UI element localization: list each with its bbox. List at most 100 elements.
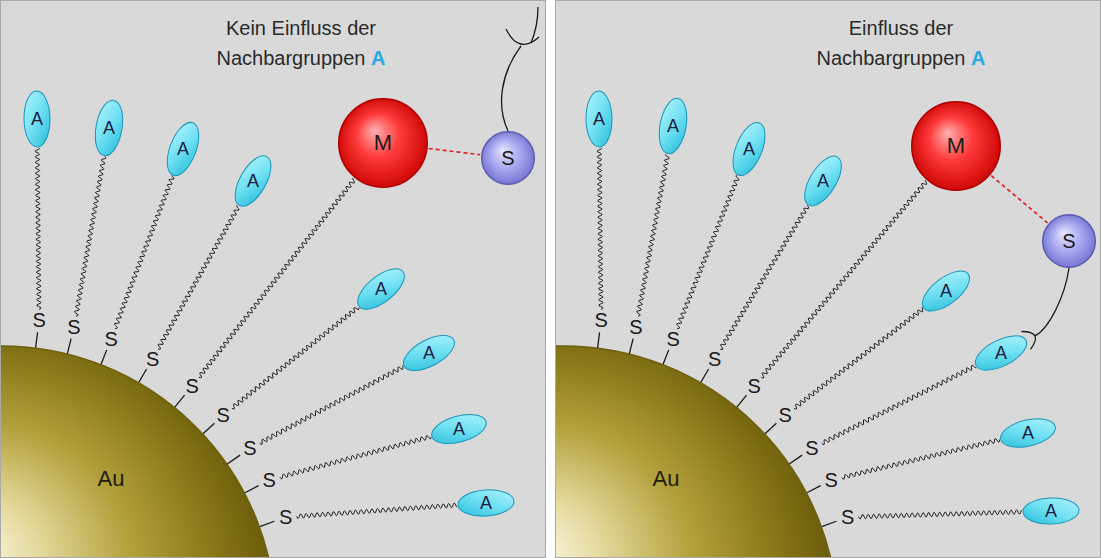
substrate-sphere: S bbox=[1042, 214, 1096, 268]
bond-line bbox=[820, 521, 836, 527]
panel-heading: Einfluss der Nachbargruppen A bbox=[791, 13, 1011, 73]
atom-label: S bbox=[217, 404, 230, 427]
bond-line bbox=[258, 521, 274, 527]
bond-line bbox=[764, 423, 776, 435]
atom-label: S bbox=[805, 437, 818, 460]
node-label: S bbox=[501, 147, 514, 170]
tether-line bbox=[1035, 268, 1069, 336]
interaction-line bbox=[991, 176, 1047, 223]
alkyl-chain bbox=[822, 365, 976, 444]
node-label: A bbox=[103, 118, 115, 139]
bond-line bbox=[202, 423, 214, 435]
node-label: Au bbox=[98, 466, 125, 492]
receptor-cup bbox=[506, 29, 539, 44]
node-label: Au bbox=[653, 466, 680, 492]
bond-line bbox=[35, 332, 37, 349]
bond-line bbox=[597, 332, 599, 349]
atom-label: S bbox=[104, 327, 117, 350]
gold-particle: Au bbox=[555, 346, 838, 558]
atom-label: S bbox=[825, 469, 838, 492]
alkyl-chain bbox=[158, 205, 239, 349]
node-label: A bbox=[423, 343, 435, 364]
bond-line bbox=[67, 339, 71, 355]
bond-line bbox=[736, 395, 747, 408]
node-label: M bbox=[374, 130, 392, 156]
bond-line bbox=[700, 369, 709, 384]
atom-label: S bbox=[841, 506, 854, 529]
node-label: A bbox=[480, 493, 492, 514]
alkyl-chain bbox=[794, 307, 923, 409]
tether-line bbox=[531, 7, 538, 43]
substrate-sphere: S bbox=[481, 131, 535, 185]
alkyl-chain bbox=[232, 308, 359, 409]
ligand-group: A bbox=[429, 399, 489, 459]
ligand-group: A bbox=[153, 119, 213, 179]
alkyl-chain bbox=[859, 510, 1022, 519]
node-label: A bbox=[1022, 423, 1034, 444]
gold-sphere bbox=[555, 346, 838, 558]
ligand-group: A bbox=[223, 151, 283, 211]
node-label: M bbox=[947, 133, 965, 159]
ligand-group: A bbox=[916, 261, 976, 321]
heading-symbol: A bbox=[971, 47, 985, 69]
heading-text: Kein Einfluss der Nachbargruppen bbox=[216, 17, 376, 69]
alkyl-chain bbox=[260, 365, 403, 444]
node-label: A bbox=[995, 343, 1007, 364]
atom-label: S bbox=[779, 404, 792, 427]
panel: AuAAAAMSAAAAKein Einfluss der Nachbargru… bbox=[0, 0, 546, 558]
ligand-group: A bbox=[569, 89, 629, 149]
ligand-group: A bbox=[7, 89, 67, 149]
ligand-group: A bbox=[399, 323, 459, 383]
bond-line bbox=[806, 486, 821, 494]
atom-label: S bbox=[67, 315, 80, 338]
node-label: A bbox=[743, 139, 755, 160]
alkyl-chain bbox=[637, 154, 669, 316]
alkyl-chain bbox=[597, 148, 603, 309]
node-label: A bbox=[593, 109, 605, 130]
bond-line bbox=[788, 455, 802, 465]
node-label: A bbox=[940, 281, 952, 302]
bond-line bbox=[138, 369, 147, 384]
heading-text: Einfluss der Nachbargruppen bbox=[816, 17, 965, 69]
ligand-group: A bbox=[351, 259, 411, 319]
node-label: S bbox=[1062, 230, 1075, 253]
atom-label: S bbox=[146, 347, 159, 370]
ligand-group: A bbox=[456, 473, 516, 533]
bond-line bbox=[663, 350, 669, 366]
atom-label: S bbox=[629, 315, 642, 338]
alkyl-chain bbox=[720, 205, 809, 349]
atom-label: S bbox=[263, 469, 276, 492]
alkyl-chain bbox=[761, 180, 926, 378]
node-label: A bbox=[247, 171, 259, 192]
atom-label: S bbox=[708, 347, 721, 370]
ligand-group: A bbox=[1021, 481, 1081, 541]
alkyl-chain bbox=[114, 176, 174, 329]
alkyl-chain bbox=[280, 435, 431, 478]
atom-label: S bbox=[594, 309, 607, 332]
alkyl-chain bbox=[35, 148, 41, 309]
bond-line bbox=[226, 455, 240, 465]
node-label: A bbox=[177, 139, 189, 160]
node-label: A bbox=[667, 116, 679, 137]
atom-label: S bbox=[243, 437, 256, 460]
atom-label: S bbox=[279, 506, 292, 529]
gold-sphere bbox=[0, 346, 276, 558]
atom-label: S bbox=[32, 309, 45, 332]
alkyl-chain bbox=[677, 175, 739, 328]
ligand-group: A bbox=[998, 403, 1058, 463]
ligand-group: A bbox=[793, 151, 853, 211]
alkyl-chain bbox=[297, 503, 458, 518]
node-label: A bbox=[375, 279, 387, 300]
heading-symbol: A bbox=[371, 47, 385, 69]
alkyl-chain bbox=[199, 178, 355, 378]
bond-line bbox=[244, 486, 259, 494]
node-label: A bbox=[1045, 501, 1057, 522]
alkyl-chain bbox=[842, 439, 1000, 479]
atom-label: S bbox=[666, 327, 679, 350]
atom-label: S bbox=[747, 374, 760, 397]
node-label: A bbox=[31, 109, 43, 130]
ligand-group: A bbox=[79, 98, 139, 158]
atom-label: S bbox=[185, 374, 198, 397]
bond-line bbox=[101, 350, 107, 366]
